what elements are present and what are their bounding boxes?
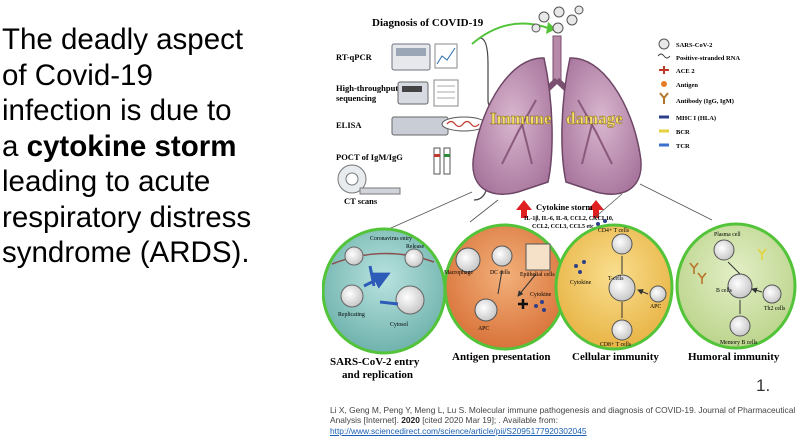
pcr-machine-icon xyxy=(391,43,458,71)
citation-text-b: [cited 2020 Mar 19]; . Available from: xyxy=(419,415,558,426)
rna-icon xyxy=(657,53,671,59)
citation-text-a: Li X, Geng M, Peng Y, Meng L, Lu S. Mole… xyxy=(330,405,796,426)
legend-label: SARS-CoV-2 xyxy=(676,42,712,49)
slide-body-text: The deadly aspect of Covid-19 infection … xyxy=(2,22,302,271)
panel1-title-line1: SARS-CoV-2 entry xyxy=(330,356,420,368)
elisa-plate-icon xyxy=(391,116,487,136)
panel2-label-macrophage: Macrophage xyxy=(444,270,473,276)
panel1-title-line2: and replication xyxy=(342,369,413,381)
antigen-icon xyxy=(661,81,667,87)
panel3-title: Cellular immunity xyxy=(572,351,659,363)
method-rt-qpcr: RT-qPCR xyxy=(336,52,373,62)
panel4-label-plasma: Plasma cell xyxy=(714,232,741,238)
citation: Li X, Geng M, Peng Y, Meng L, Lu S. Mole… xyxy=(330,405,796,436)
panel3-label-cd4: CD4+ T cells xyxy=(598,228,630,234)
panel3-label-tcells: T-cells xyxy=(608,276,624,282)
cytokine-storm-emphasis: cytokine storm xyxy=(26,129,237,163)
panel2-title: Antigen presentation xyxy=(452,351,551,363)
panel4-title: Humoral immunity xyxy=(688,351,780,363)
panel2-label-epithelial: Epithelial cells xyxy=(520,272,555,278)
panel3-label-cd8: CD8+ T cells xyxy=(600,342,632,348)
panel1-label-release: Release xyxy=(406,244,424,250)
legend-label: ACE 2 xyxy=(676,68,695,75)
diagnosis-title: Diagnosis of COVID-19 xyxy=(372,17,484,29)
poct-test-strip-icon xyxy=(433,147,451,175)
panel-connectors xyxy=(381,183,713,233)
cytokine-list-line2: CCL2, CCL3, CCL5 etc. xyxy=(532,224,596,230)
legend xyxy=(657,38,671,147)
lung-label-damage: damage xyxy=(566,109,623,128)
cytokine-list-line1: IL-1β, IL-6, IL-8, CCL2, CXCL10, xyxy=(524,216,614,222)
ace2-receptor-icon xyxy=(659,66,669,74)
slide-line: respiratory distress xyxy=(2,200,252,234)
virus-cluster xyxy=(531,5,584,34)
legend-label: Antibody (IgG, IgM) xyxy=(676,98,734,105)
legend-label: Antigen xyxy=(676,82,698,89)
panel4-label-bcells: B cells xyxy=(716,288,733,294)
cytokine-storm-title: Cytokine storm xyxy=(536,202,592,212)
covid-pathogenesis-figure: Diagnosis of COVID-19 RT-qPCR High-throu… xyxy=(322,4,800,390)
lungs-illustration xyxy=(472,35,642,195)
panel2-label-apc: APC xyxy=(478,326,489,332)
method-sequencing-line2: sequencing xyxy=(336,93,377,103)
green-arrowhead xyxy=(546,22,556,34)
panel-sars-cov-2-entry xyxy=(322,227,447,355)
legend-label: MHC I (HLA) xyxy=(676,115,716,122)
panel3-label-apc: APC xyxy=(650,304,661,310)
footnote-number: 1. xyxy=(756,376,771,395)
cytokine-up-arrow-left xyxy=(516,200,532,218)
panel4-label-memory: Memory B cells xyxy=(720,340,758,346)
panel2-label-dc: DC cells xyxy=(490,270,511,276)
citation-link[interactable]: http://www.sciencedirect.com/science/art… xyxy=(330,425,587,436)
legend-label: Positive-stranded RNA xyxy=(676,55,740,62)
panel1-label-replicating: Replicating xyxy=(338,312,365,318)
panel4-label-th2: Th2 cells xyxy=(764,306,786,312)
slide-line: leading to acute xyxy=(2,165,211,198)
panel3-label-cytokine: Cytokine xyxy=(570,280,592,286)
antibody-icon xyxy=(659,92,669,104)
virus-icon xyxy=(658,38,670,50)
green-arrow xyxy=(471,22,549,45)
panel-humoral-immunity xyxy=(675,222,797,350)
panel-antigen-presentation xyxy=(443,223,567,351)
ct-scanner-icon xyxy=(337,164,401,195)
method-elisa: ELISA xyxy=(336,120,362,130)
slide-line: infection is due to xyxy=(2,94,232,127)
method-poct: POCT of IgM/IgG xyxy=(336,152,403,162)
panel-cellular-immunity xyxy=(554,223,674,351)
slide-line: a cytokine storm xyxy=(2,129,302,165)
legend-label: TCR xyxy=(676,143,690,150)
slide-line: of Covid-19 xyxy=(2,58,153,92)
slide-line-prefix: a xyxy=(2,129,27,163)
citation-year: 2020 xyxy=(401,415,420,426)
method-sequencing-line1: High-throughput xyxy=(336,83,398,93)
cytokine-up-arrow-right xyxy=(588,200,604,218)
panel2-label-cytokine: Cytokine xyxy=(530,292,552,298)
panel1-label-entry: Coronavirus entry xyxy=(370,236,412,242)
slide-line: syndrome (ARDS). xyxy=(2,236,250,269)
sequencer-icon xyxy=(397,79,459,107)
slide-line: The deadly aspect xyxy=(2,23,244,56)
lung-label-immune: Immune xyxy=(490,109,552,128)
legend-label: BCR xyxy=(676,129,690,136)
method-ct-scans: CT scans xyxy=(344,196,378,206)
panel1-label-cytosol: Cytosol xyxy=(390,322,408,328)
